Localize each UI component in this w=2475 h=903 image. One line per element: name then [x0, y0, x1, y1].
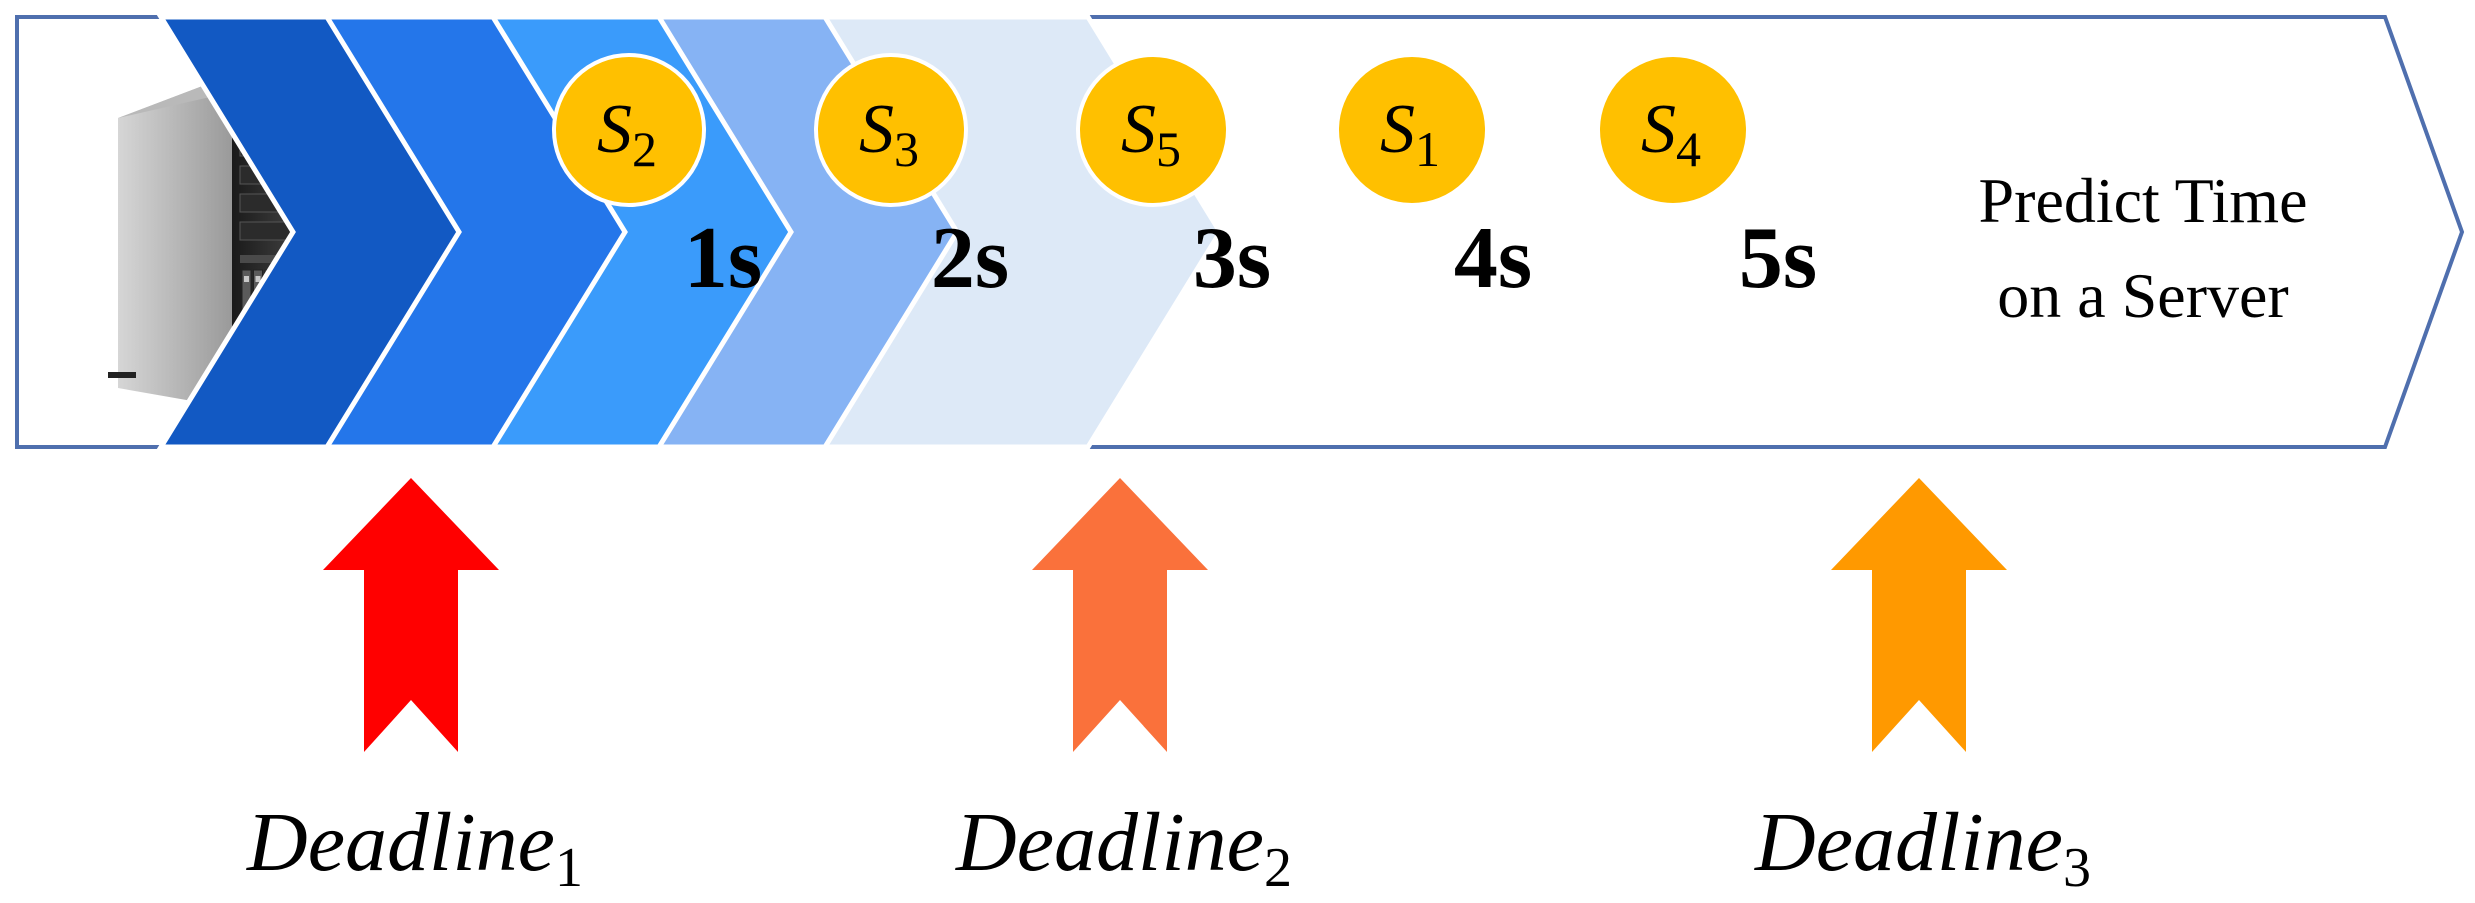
server-badge-3: [1076, 53, 1230, 207]
server-badge-base: S: [859, 91, 894, 168]
time-label-5: 5s: [1739, 210, 1817, 307]
server-badge-base: S: [597, 91, 632, 168]
server-badge-4: [1335, 53, 1489, 207]
server-badge-label: S1: [1380, 91, 1440, 177]
time-label-2: 2s: [931, 210, 1009, 307]
server-badge-sub: 2: [632, 121, 657, 177]
server-badge-sub: 1: [1415, 121, 1440, 177]
banner-text-line2: on a Server: [1997, 260, 2288, 331]
deadline-label-3: Deadline3: [1754, 796, 2091, 899]
time-label-3: 3s: [1193, 210, 1271, 307]
server-badge-label: S5: [1121, 91, 1181, 177]
time-label-1: 1s: [684, 210, 762, 307]
deadline-label-2: Deadline2: [955, 796, 1292, 899]
deadline-label-base: Deadline: [955, 796, 1264, 889]
deadline-label-base: Deadline: [246, 796, 555, 889]
server-badge-base: S: [1641, 91, 1676, 168]
server-badge-2: [814, 53, 968, 207]
banner-text-line1: Predict Time: [1979, 165, 2308, 236]
server-badge-sub: 5: [1156, 121, 1181, 177]
deadline-arrow-3: [1831, 478, 2007, 752]
server-badge-label: S4: [1641, 91, 1701, 177]
server-badge-5: [1596, 53, 1750, 207]
deadline-arrow-1: [323, 478, 499, 752]
deadline-label-sub: 1: [555, 837, 583, 899]
deadline-label-base: Deadline: [1754, 796, 2063, 889]
server-badge-base: S: [1121, 91, 1156, 168]
deadline-arrow-2: [1032, 478, 1208, 752]
server-badge-base: S: [1380, 91, 1415, 168]
server-badge-label: S2: [597, 91, 657, 177]
server-badge-label: S3: [859, 91, 919, 177]
server-badge-sub: 4: [1676, 121, 1701, 177]
deadline-label-sub: 2: [1264, 837, 1292, 899]
server-badge-sub: 3: [894, 121, 919, 177]
time-label-4: 4s: [1454, 210, 1532, 307]
deadline-label-1: Deadline1: [246, 796, 583, 899]
server-badge-1: [552, 53, 706, 207]
deadline-label-sub: 3: [2063, 837, 2091, 899]
